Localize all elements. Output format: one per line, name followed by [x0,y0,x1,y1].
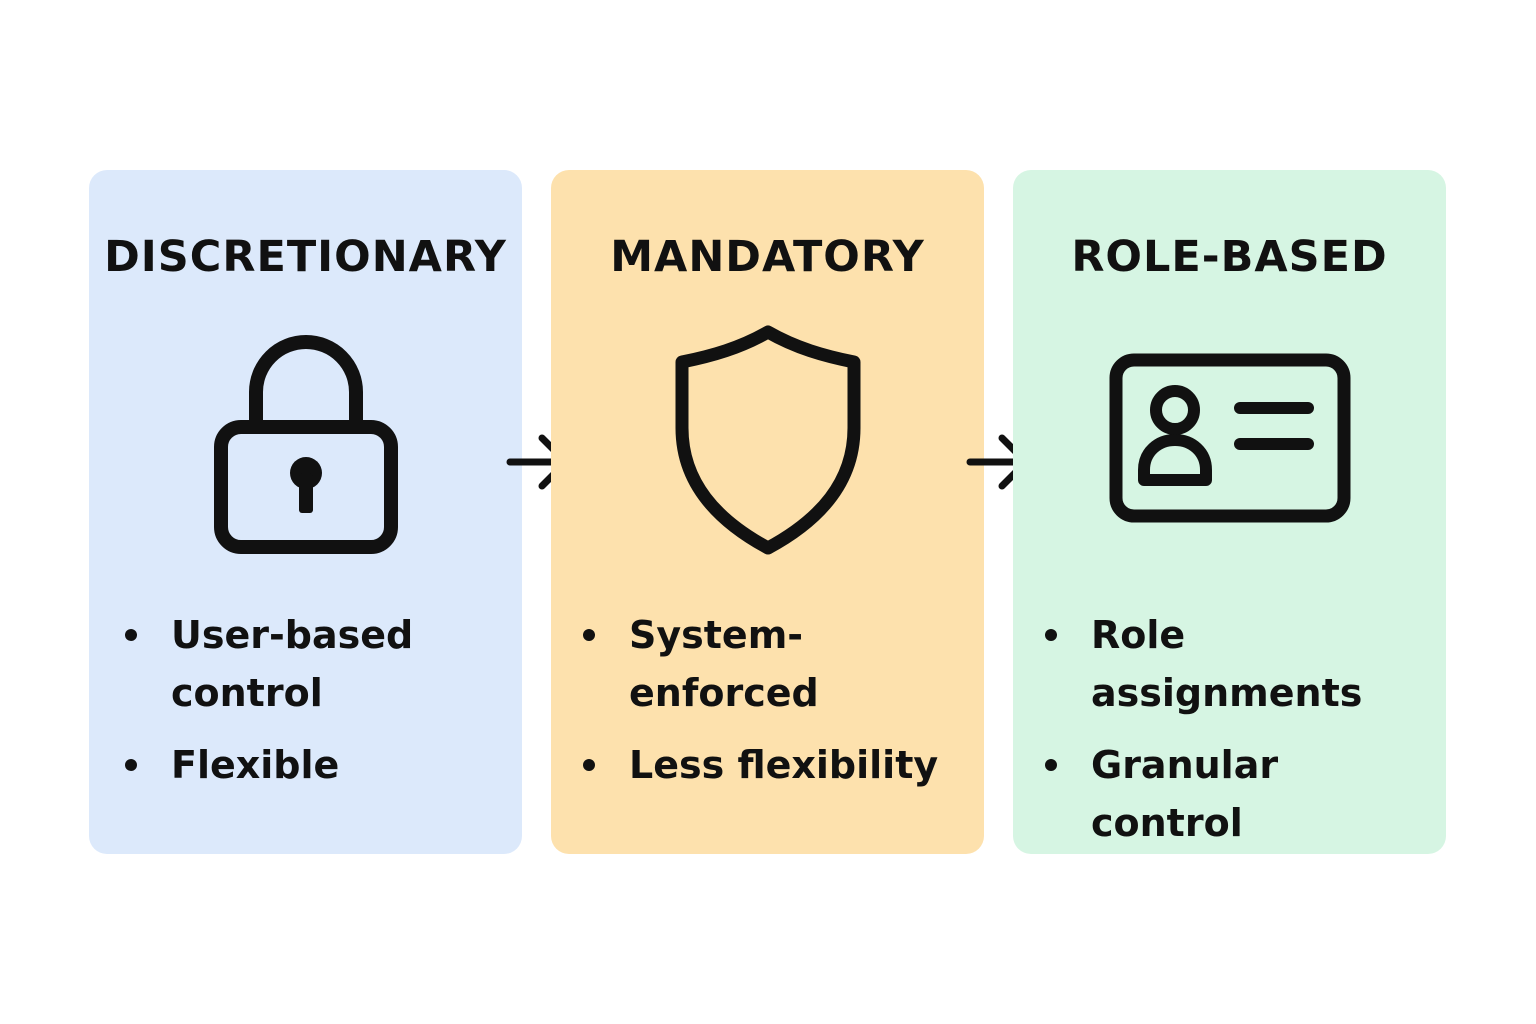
lock-icon [89,332,522,558]
bullet-list: Role assignments Granular control [1045,606,1440,866]
card-title: ROLE-BASED [1071,232,1388,282]
bullet-list: User-based control Flexible [125,606,485,808]
bullet-item: Granular control [1045,736,1440,852]
card-discretionary: DISCRETIONARY User-based control Flexibl… [89,170,522,854]
card-role-based: ROLE-BASED Role assignments Granular con… [1013,170,1446,854]
bullet-item: User-based control [125,606,431,722]
shield-icon [551,322,984,558]
card-mandatory: MANDATORY System-enforced Less flexibili… [551,170,984,854]
id-card-icon [1013,352,1446,524]
bullet-item: Less flexibility [583,736,973,794]
bullet-item: Role assignments [1045,606,1440,722]
card-title: MANDATORY [610,232,925,282]
bullet-item: Flexible [125,736,485,794]
card-title: DISCRETIONARY [104,232,507,282]
bullet-item: System-enforced [583,606,973,722]
bullet-list: System-enforced Less flexibility [583,606,973,808]
